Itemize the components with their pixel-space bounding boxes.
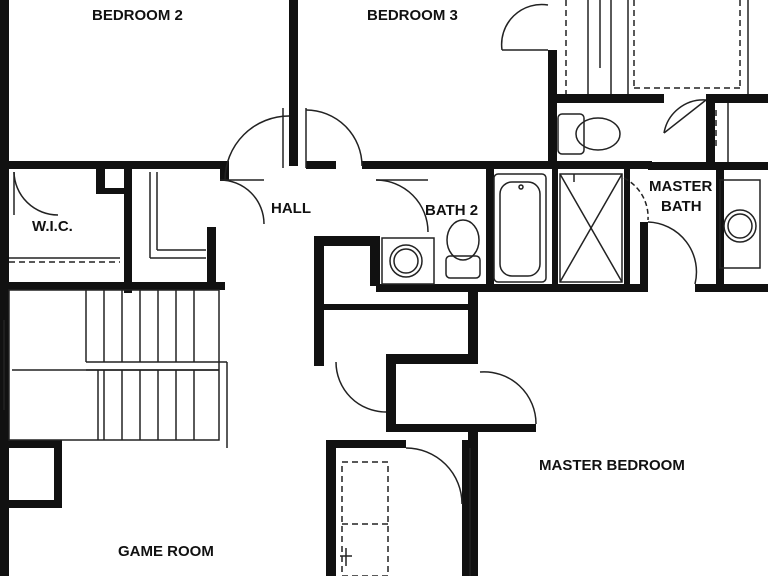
label-master-bath-line1: MASTER — [649, 178, 713, 195]
label-master-bath-line2: BATH — [661, 198, 702, 215]
label-bedroom-3: BEDROOM 3 — [367, 7, 458, 24]
label-bedroom-2: BEDROOM 2 — [92, 7, 183, 24]
label-game-room: GAME ROOM — [118, 543, 214, 560]
fixtures — [3, 0, 761, 576]
label-hall: HALL — [271, 200, 311, 217]
label-master-bedroom: MASTER BEDROOM — [539, 457, 685, 474]
label-bath-2: BATH 2 — [425, 202, 478, 219]
room-labels: BEDROOM 2 BEDROOM 3 HALL W.I.C. BATH 2 M… — [32, 7, 713, 560]
label-wic: W.I.C. — [32, 218, 73, 235]
